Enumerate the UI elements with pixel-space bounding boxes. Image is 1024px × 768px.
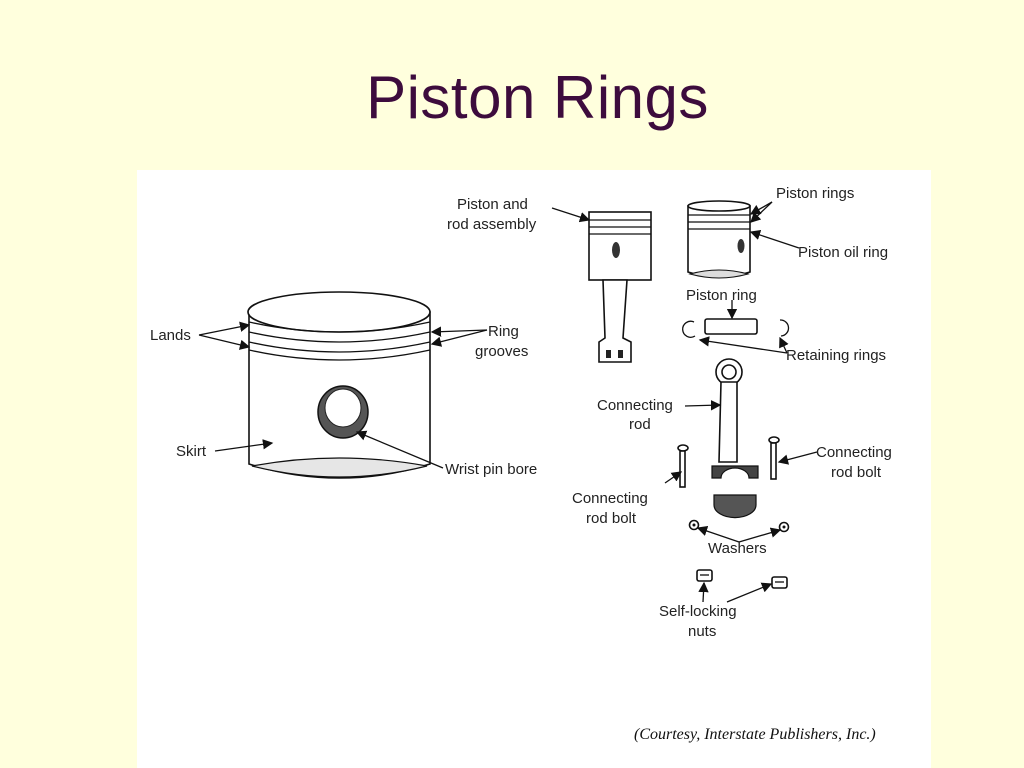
piston-diagram: Lands Ring grooves Skirt Wrist pin bore … bbox=[137, 170, 931, 768]
label-piston-oil-ring: Piston oil ring bbox=[798, 244, 888, 261]
label-nuts-1: Self-locking bbox=[659, 603, 737, 620]
label-retaining-rings: Retaining rings bbox=[786, 347, 886, 364]
piston-with-rings bbox=[687, 200, 800, 279]
self-locking-nuts bbox=[696, 569, 788, 603]
label-bolt-left-1: Connecting bbox=[572, 490, 648, 507]
label-connecting-rod-1: Connecting bbox=[597, 397, 673, 414]
large-piston bbox=[198, 291, 488, 479]
connecting-rod bbox=[684, 358, 759, 519]
connecting-rod-bolts bbox=[664, 436, 818, 488]
washers bbox=[688, 519, 790, 543]
label-assembly-2: rod assembly bbox=[447, 216, 537, 233]
label-ring-grooves-1: Ring bbox=[488, 323, 519, 340]
label-assembly-1: Piston and bbox=[457, 196, 528, 213]
label-wrist-pin-bore: Wrist pin bore bbox=[445, 461, 537, 478]
label-bolt-right-1: Connecting bbox=[816, 444, 892, 461]
wrist-pin bbox=[682, 300, 790, 354]
label-lands: Lands bbox=[150, 327, 191, 344]
label-washers: Washers bbox=[708, 540, 767, 557]
label-bolt-left-2: rod bolt bbox=[586, 510, 637, 527]
label-skirt: Skirt bbox=[176, 443, 207, 460]
credit-caption: (Courtesy, Interstate Publishers, Inc.) bbox=[634, 726, 876, 743]
piston-rod-assembly bbox=[551, 207, 652, 363]
label-nuts-2: nuts bbox=[688, 623, 716, 640]
label-ring-grooves-2: grooves bbox=[475, 343, 528, 360]
label-connecting-rod-2: rod bbox=[629, 416, 651, 433]
label-piston-ring: Piston ring bbox=[686, 287, 757, 304]
slide-title: Piston Rings bbox=[366, 64, 709, 131]
label-piston-rings: Piston rings bbox=[776, 185, 854, 202]
label-bolt-right-2: rod bolt bbox=[831, 464, 882, 481]
